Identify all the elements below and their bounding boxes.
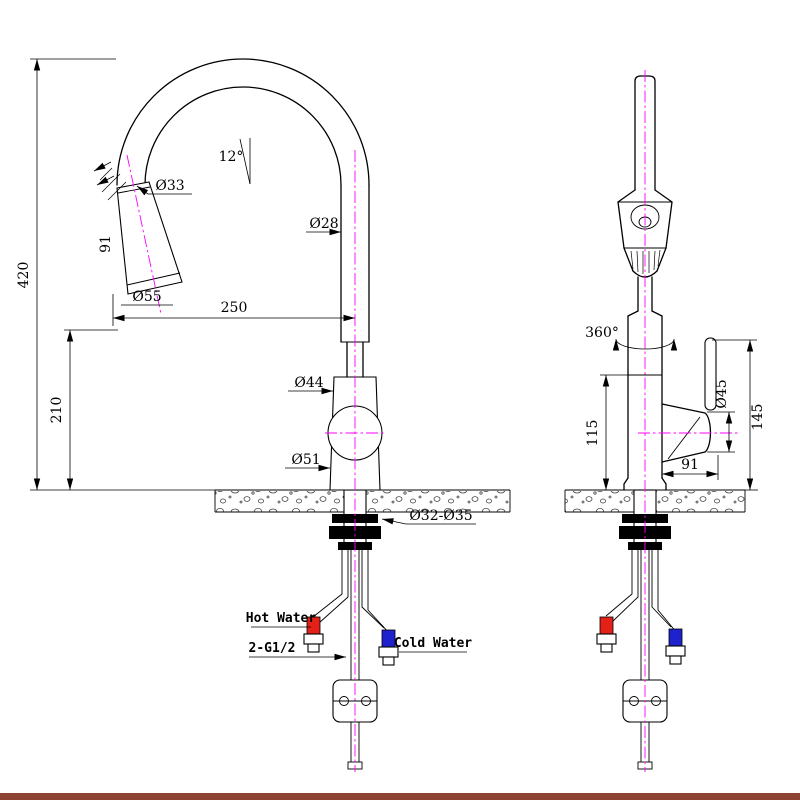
- centerlines-front: [126, 150, 386, 772]
- dim-base-dia-label: Ø51: [291, 452, 320, 468]
- front-view: 420 210 250 12° Ø33: [16, 58, 511, 772]
- dim-body-height: 115: [585, 374, 629, 490]
- supply-thread-label: 2-G1/2: [249, 641, 296, 656]
- aerator-hatch: [630, 249, 661, 274]
- dim-spray-top-dia: Ø33: [136, 178, 192, 196]
- dim-mount-hole-label: Ø32-Ø35: [409, 508, 472, 524]
- spray-head: [93, 161, 183, 295]
- dim-body-dia-label: Ø44: [294, 375, 323, 391]
- supply-hoses-front: [312, 548, 391, 770]
- dim-spout-reach-label: 250: [221, 300, 248, 316]
- centerlines-side: [638, 70, 740, 772]
- rotation-arrow: 360°: [585, 325, 678, 351]
- dim-spray-angle-label: 12°: [219, 149, 244, 165]
- dim-spray-top-dia-label: Ø33: [155, 178, 184, 194]
- pull-direction-arrows: [93, 161, 115, 186]
- dim-spray-bottom-dia: Ø55: [121, 289, 173, 306]
- dim-body-dia: Ø44: [288, 375, 333, 395]
- swivel-angle-label: 360°: [585, 325, 619, 341]
- handle-lever: [661, 337, 717, 463]
- dim-spray-angle: 12°: [219, 138, 251, 185]
- dim-tube-dia-label: Ø28: [309, 216, 338, 232]
- dim-spray-bottom-dia-label: Ø55: [132, 289, 161, 305]
- dim-spout-height: 210: [49, 329, 118, 490]
- dimensions-front: 420 210 250 12° Ø33: [16, 58, 476, 661]
- dim-handle-reach: 91: [662, 455, 719, 480]
- label-supply-thread: 2-G1/2: [249, 641, 346, 661]
- dim-tube-dia: Ø28: [306, 216, 341, 236]
- label-cold-water: Cold Water: [394, 636, 472, 653]
- dim-handle-top-height-label: 145: [750, 404, 766, 431]
- dim-spray-length: 91: [98, 235, 114, 253]
- cold-connector-side: [665, 628, 686, 665]
- cold-water-label: Cold Water: [394, 636, 472, 651]
- supply-hoses-side: [605, 548, 678, 770]
- dim-total-height: 420: [16, 58, 215, 491]
- hot-connector-side: [596, 616, 617, 653]
- dim-body-height-label: 115: [585, 420, 601, 447]
- dim-spout-reach: 250: [112, 294, 355, 326]
- side-view: 360° 115 145 Ø45: [564, 70, 766, 772]
- dimensions-side: 115 145 Ø45 91: [585, 339, 766, 491]
- dim-total-height-label: 420: [16, 262, 32, 289]
- dim-mount-hole: Ø32-Ø35: [381, 508, 476, 525]
- dim-spout-height-label: 210: [49, 397, 65, 424]
- dim-handle-dia-label: Ø45: [714, 379, 730, 408]
- label-hot-water: Hot Water: [246, 611, 317, 628]
- dim-handle-dia: Ø45: [707, 379, 735, 453]
- dim-handle-top-height: 145: [712, 339, 766, 491]
- bottom-image-edge: [0, 793, 800, 800]
- cold-connector-front: [378, 629, 399, 666]
- hot-water-label: Hot Water: [246, 611, 317, 626]
- hose-weight-front: [332, 679, 378, 723]
- dim-handle-reach-label: 91: [681, 457, 699, 473]
- hot-connector-front: [303, 616, 324, 653]
- dim-base-dia: Ø51: [285, 452, 330, 472]
- dim-spray-length-label: 91: [98, 235, 114, 253]
